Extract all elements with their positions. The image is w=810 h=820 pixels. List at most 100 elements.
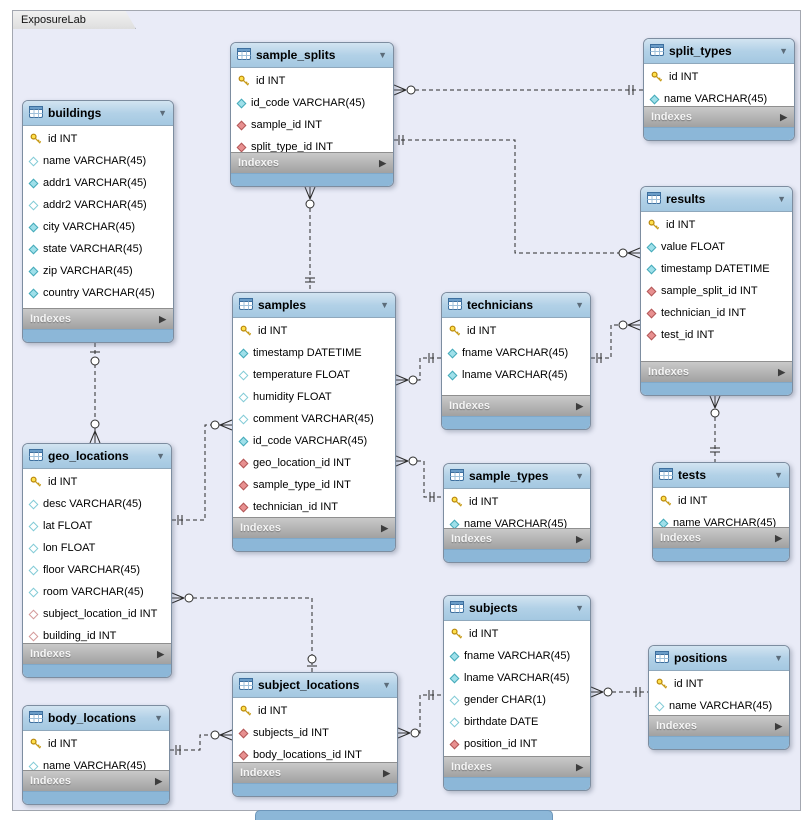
indexes-bar[interactable]: Indexes▶ xyxy=(649,715,789,736)
expand-icon[interactable]: ▶ xyxy=(155,775,162,786)
column-sample_type_id[interactable]: sample_type_id INT xyxy=(233,474,395,496)
rel-samples-geo_locations[interactable] xyxy=(172,419,233,525)
collapse-icon[interactable]: ▼ xyxy=(380,299,389,310)
column-timestamp[interactable]: timestamp DATETIME xyxy=(233,342,395,364)
column-comment[interactable]: comment VARCHAR(45) xyxy=(233,408,395,430)
expand-icon[interactable]: ▶ xyxy=(576,533,583,544)
column-id[interactable]: id INT xyxy=(233,320,395,342)
collapse-icon[interactable]: ▼ xyxy=(774,652,783,663)
rel-sample_splits-samples[interactable] xyxy=(304,186,316,292)
table-header[interactable]: body_locations▼ xyxy=(23,706,169,731)
expand-icon[interactable]: ▶ xyxy=(383,767,390,778)
column-id[interactable]: id INT xyxy=(644,66,794,88)
column-split_type_id[interactable]: split_type_id INT xyxy=(231,136,393,152)
indexes-bar[interactable]: Indexes▶ xyxy=(644,106,794,127)
column-city[interactable]: city VARCHAR(45) xyxy=(23,216,173,238)
column-fname[interactable]: fname VARCHAR(45) xyxy=(444,645,590,667)
table-header[interactable]: samples▼ xyxy=(233,293,395,318)
column-id[interactable]: id INT xyxy=(233,700,397,722)
column-sample_split_id[interactable]: sample_split_id INT xyxy=(641,280,792,302)
column-lat[interactable]: lat FLOAT xyxy=(23,515,171,537)
expand-icon[interactable]: ▶ xyxy=(778,366,785,377)
column-id[interactable]: id INT xyxy=(641,214,792,236)
collapse-icon[interactable]: ▼ xyxy=(158,107,167,118)
table-header[interactable]: buildings▼ xyxy=(23,101,173,126)
indexes-bar[interactable]: Indexes▶ xyxy=(653,527,789,548)
column-subjects_id[interactable]: subjects_id INT xyxy=(233,722,397,744)
table-header[interactable]: positions▼ xyxy=(649,646,789,671)
rel-subject_locations-subjects[interactable] xyxy=(397,690,443,739)
column-name[interactable]: name VARCHAR(45) xyxy=(649,695,789,715)
column-id[interactable]: id INT xyxy=(444,623,590,645)
collapse-icon[interactable]: ▼ xyxy=(777,193,786,204)
collapse-icon[interactable]: ▼ xyxy=(575,602,584,613)
collapse-icon[interactable]: ▼ xyxy=(575,299,584,310)
column-value[interactable]: value FLOAT xyxy=(641,236,792,258)
column-lon[interactable]: lon FLOAT xyxy=(23,537,171,559)
column-technician_id[interactable]: technician_id INT xyxy=(641,302,792,324)
column-body_locations_id[interactable]: body_locations_id INT xyxy=(233,744,397,762)
rel-samples-technicians[interactable] xyxy=(395,353,441,386)
indexes-bar[interactable]: Indexes▶ xyxy=(23,643,171,664)
partially-visible-table-edge[interactable] xyxy=(255,810,553,820)
column-birthdate[interactable]: birthdate DATE xyxy=(444,711,590,733)
column-name[interactable]: name VARCHAR(45) xyxy=(644,88,794,106)
column-id[interactable]: id INT xyxy=(442,320,590,342)
collapse-icon[interactable]: ▼ xyxy=(774,469,783,480)
expand-icon[interactable]: ▶ xyxy=(780,111,787,122)
column-temperature[interactable]: temperature FLOAT xyxy=(233,364,395,386)
collapse-icon[interactable]: ▼ xyxy=(382,679,391,690)
column-name[interactable]: name VARCHAR(45) xyxy=(23,755,169,770)
column-id_code[interactable]: id_code VARCHAR(45) xyxy=(233,430,395,452)
rel-samples-sample_types[interactable] xyxy=(395,455,443,502)
column-id[interactable]: id INT xyxy=(23,733,169,755)
expand-icon[interactable]: ▶ xyxy=(775,532,782,543)
column-id[interactable]: id INT xyxy=(653,490,789,512)
rel-subject_locations-body_locations[interactable] xyxy=(170,729,233,755)
column-building_id[interactable]: building_id INT xyxy=(23,625,171,643)
column-desc[interactable]: desc VARCHAR(45) xyxy=(23,493,171,515)
column-position_id[interactable]: position_id INT xyxy=(444,733,590,755)
collapse-icon[interactable]: ▼ xyxy=(154,712,163,723)
indexes-bar[interactable]: Indexes▶ xyxy=(231,152,393,173)
expand-icon[interactable]: ▶ xyxy=(381,522,388,533)
column-name[interactable]: name VARCHAR(45) xyxy=(653,512,789,527)
table-header[interactable]: results▼ xyxy=(641,187,792,212)
collapse-icon[interactable]: ▼ xyxy=(779,45,788,56)
indexes-bar[interactable]: Indexes▶ xyxy=(444,756,590,777)
column-id[interactable]: id INT xyxy=(649,673,789,695)
column-zip[interactable]: zip VARCHAR(45) xyxy=(23,260,173,282)
expand-icon[interactable]: ▶ xyxy=(159,313,166,324)
table-header[interactable]: subjects▼ xyxy=(444,596,590,621)
rel-geo_locations-subject_locations[interactable] xyxy=(171,592,317,672)
column-geo_location_id[interactable]: geo_location_id INT xyxy=(233,452,395,474)
table-header[interactable]: sample_splits▼ xyxy=(231,43,393,68)
expand-icon[interactable]: ▶ xyxy=(157,648,164,659)
column-state[interactable]: state VARCHAR(45) xyxy=(23,238,173,260)
table-header[interactable]: geo_locations▼ xyxy=(23,444,171,469)
column-technician_id[interactable]: technician_id INT xyxy=(233,496,395,517)
table-header[interactable]: subject_locations▼ xyxy=(233,673,397,698)
rel-results-sample_splits[interactable] xyxy=(394,135,641,259)
diagram-tab[interactable]: ExposureLab xyxy=(12,10,136,29)
column-sample_id[interactable]: sample_id INT xyxy=(231,114,393,136)
expand-icon[interactable]: ▶ xyxy=(379,157,386,168)
column-addr2[interactable]: addr2 VARCHAR(45) xyxy=(23,194,173,216)
rel-results-tests[interactable] xyxy=(709,395,721,462)
rel-subjects-positions[interactable] xyxy=(590,686,648,698)
column-floor[interactable]: floor VARCHAR(45) xyxy=(23,559,171,581)
expand-icon[interactable]: ▶ xyxy=(576,761,583,772)
column-id[interactable]: id INT xyxy=(23,471,171,493)
column-id[interactable]: id INT xyxy=(444,491,590,513)
column-fname[interactable]: fname VARCHAR(45) xyxy=(442,342,590,364)
column-country[interactable]: country VARCHAR(45) xyxy=(23,282,173,304)
collapse-icon[interactable]: ▼ xyxy=(575,470,584,481)
indexes-bar[interactable]: Indexes▶ xyxy=(442,395,590,416)
